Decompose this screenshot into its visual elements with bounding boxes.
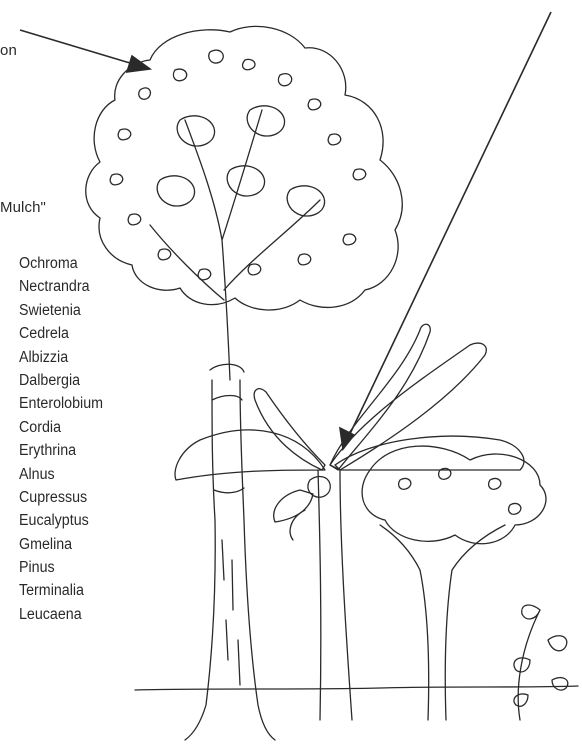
canopy-arrow [20, 30, 150, 72]
genera-list: Ochroma Nectrandra Swietenia Cedrela Alb… [19, 252, 110, 626]
genus-item: Albizzia [19, 346, 103, 369]
genus-item: Leucaena [19, 603, 103, 626]
genus-item: Swietenia [19, 299, 103, 322]
genus-item: Ochroma [19, 252, 103, 275]
banana-plant [175, 324, 524, 720]
small-tree [362, 446, 546, 720]
genus-item: Gmelina [19, 533, 103, 556]
large-tree-trunk [185, 364, 275, 740]
truncated-label-top: on [0, 42, 17, 59]
genus-item: Cedrela [19, 322, 103, 345]
large-tree-canopy [86, 26, 402, 380]
genus-item: Alnus [19, 463, 103, 486]
genus-item: Pinus [19, 556, 103, 579]
genus-item: Dalbergia [19, 369, 103, 392]
genus-item: Enterolobium [19, 392, 103, 415]
ground-line [135, 686, 578, 690]
truncated-label-mulch: Mulch" [0, 199, 46, 216]
banana-arrow [340, 12, 551, 449]
genus-item: Eucalyptus [19, 509, 103, 532]
shrub [514, 605, 568, 720]
genus-item: Cupressus [19, 486, 103, 509]
genus-item: Terminalia [19, 579, 103, 602]
genus-item: Cordia [19, 416, 103, 439]
genus-item: Nectrandra [19, 275, 103, 298]
genus-item: Erythrina [19, 439, 103, 462]
